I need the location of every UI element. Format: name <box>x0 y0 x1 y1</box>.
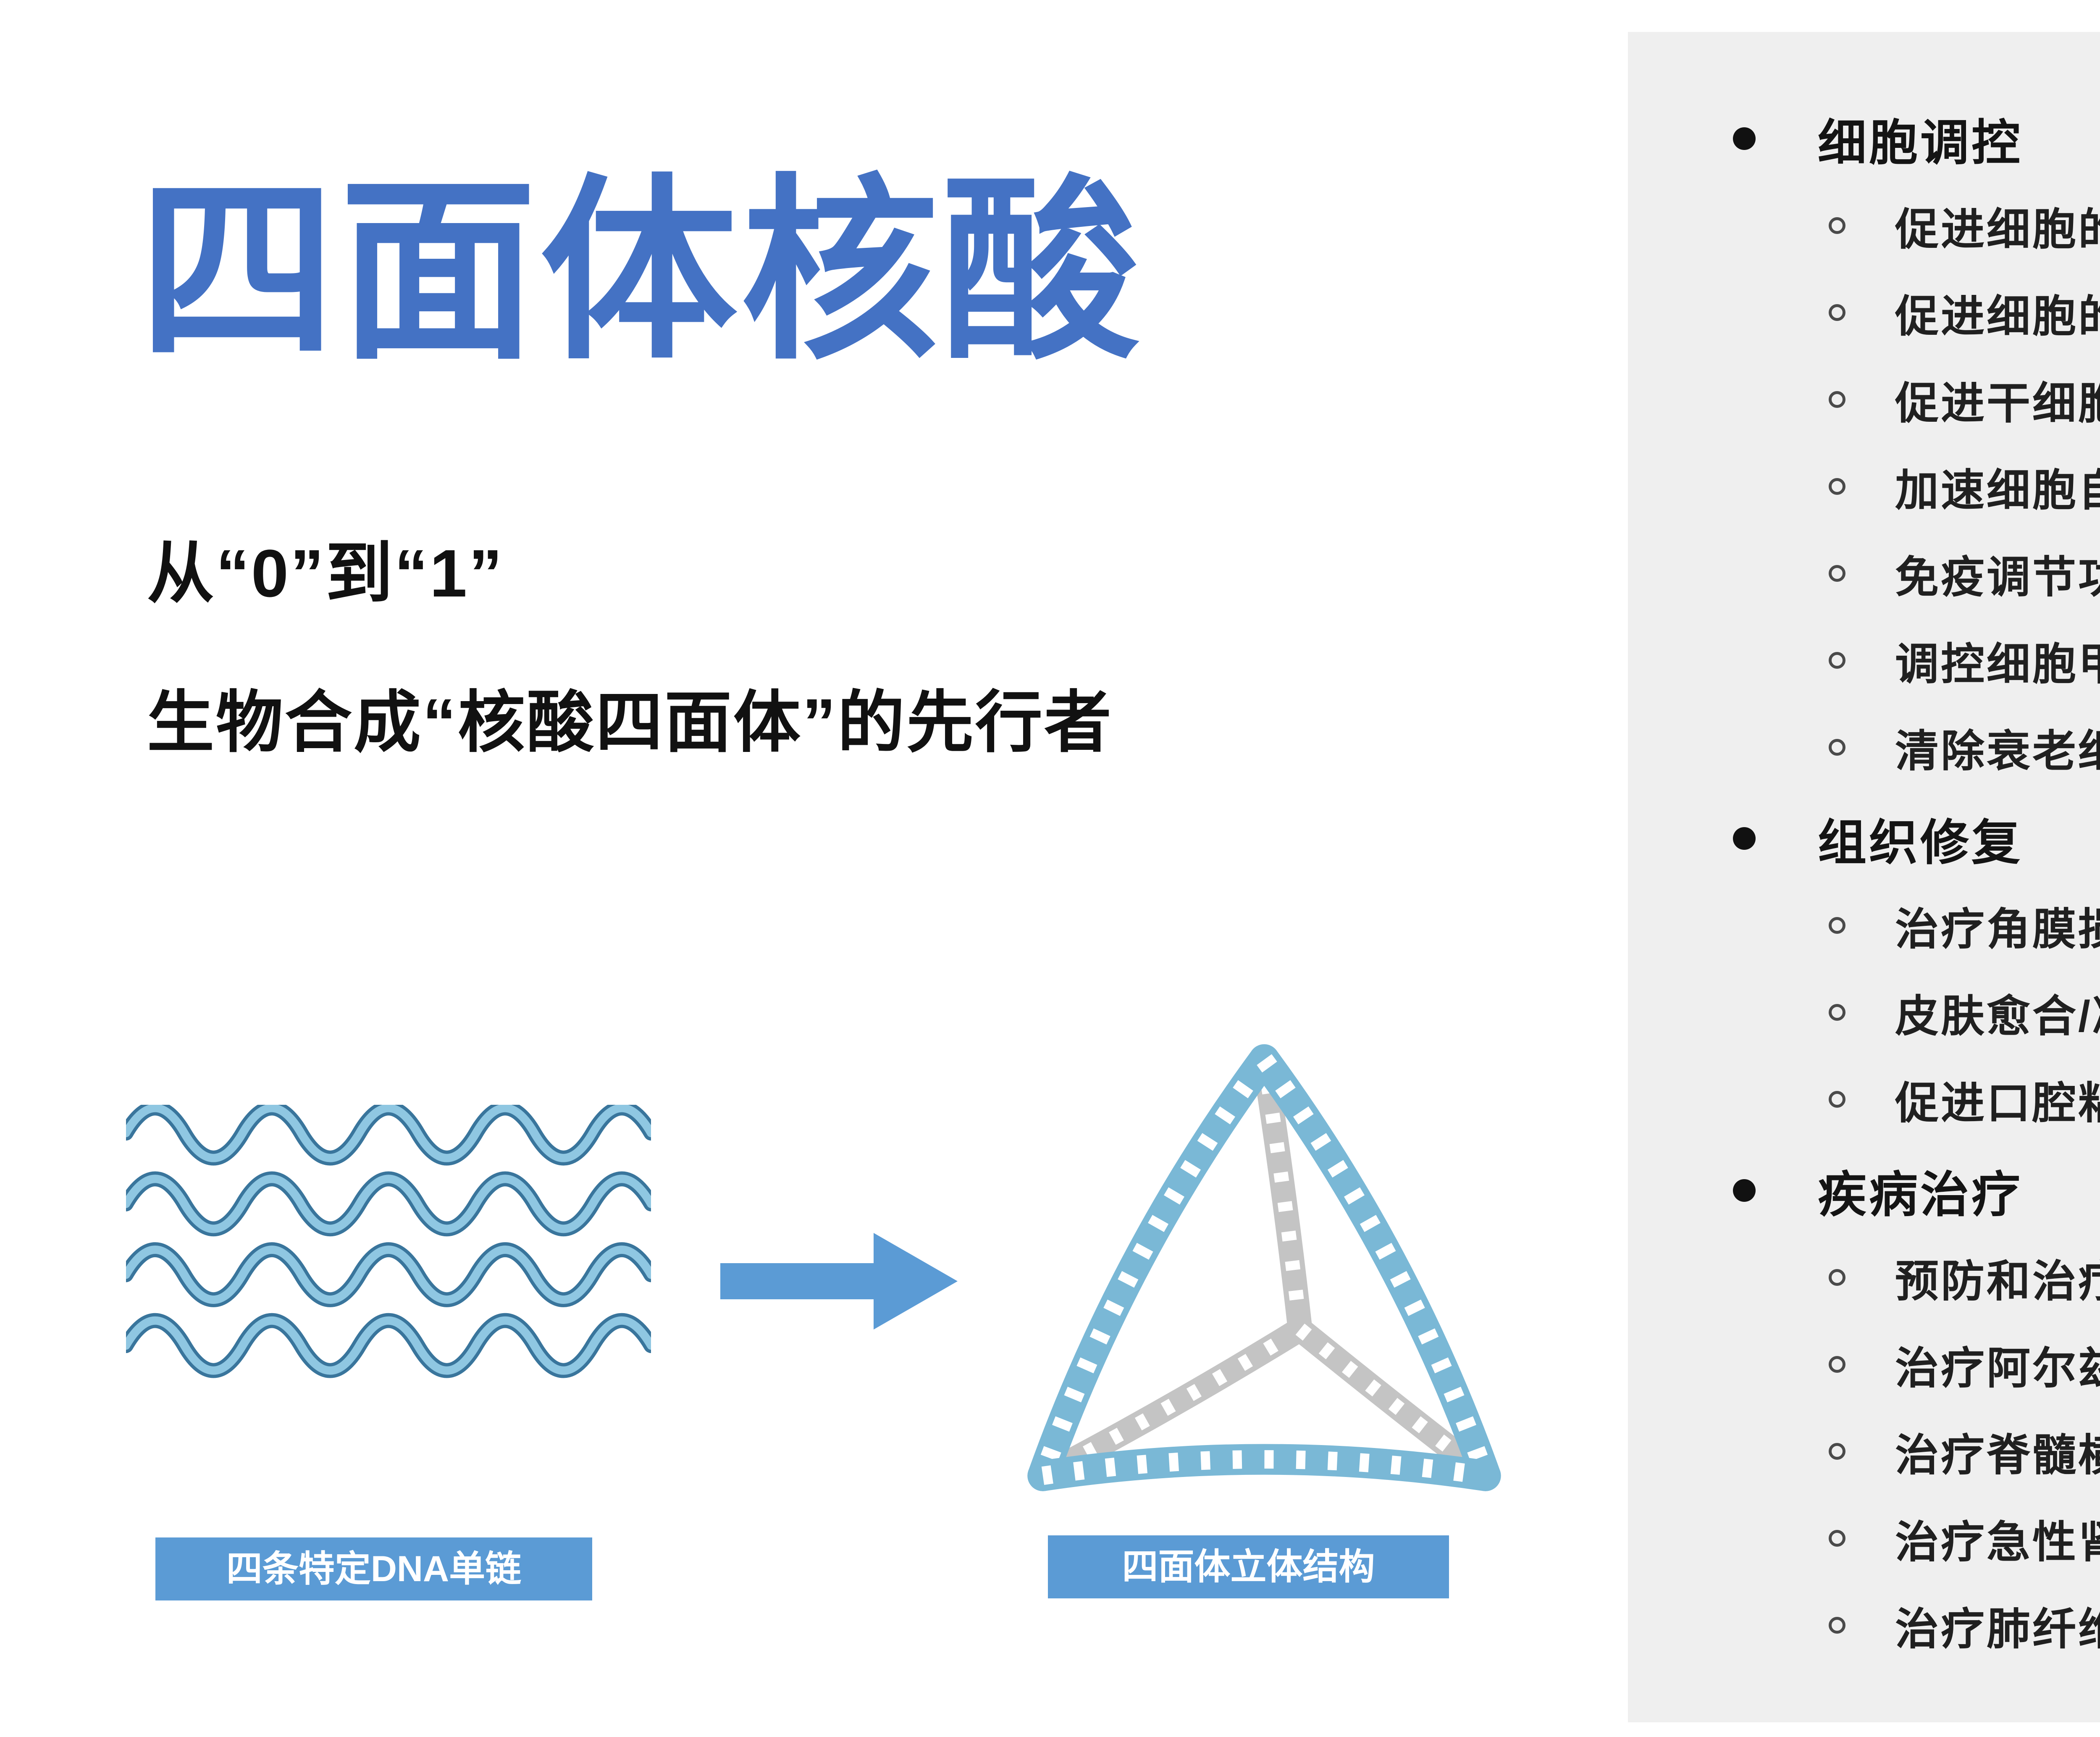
bullet-hollow-icon <box>1829 1269 1845 1286</box>
list-item: 治疗急性肾损伤 <box>1733 1495 2100 1582</box>
list-item: 调控细胞甲基化 <box>1733 617 2100 704</box>
list-item: 清除衰老细胞 <box>1733 704 2100 791</box>
list-item-label: 加速细胞自噬 <box>1895 466 2100 515</box>
list-item: 预防和治疗帕金森 <box>1733 1234 2100 1321</box>
bullet-hollow-icon <box>1829 1529 1845 1547</box>
list-item-label: 治疗急性肾损伤 <box>1895 1518 2100 1567</box>
bullet-filled-icon <box>1733 127 1756 150</box>
bullet-hollow-icon <box>1829 652 1845 669</box>
list-item-label: 清除衰老细胞 <box>1895 727 2100 776</box>
dna-tetrahedron-illustration <box>1027 1044 1501 1491</box>
list-item-label: 促进口腔粘膜愈合 <box>1895 1079 2100 1128</box>
list-item-label: 皮肤愈合/减少瘢痕 <box>1895 992 2100 1041</box>
list-item-label: 治疗角膜损伤 <box>1895 905 2100 954</box>
bullet-hollow-icon <box>1829 738 1845 756</box>
bullet-hollow-icon <box>1829 304 1845 321</box>
list-item: 治疗角膜损伤 <box>1733 882 2100 969</box>
dna-strands-illustration <box>126 1105 651 1378</box>
list-item-label: 治疗肺纤维化 <box>1895 1605 2100 1654</box>
list-item: 治疗脊髓横断损伤 <box>1733 1408 2100 1495</box>
bullet-hollow-icon <box>1829 1356 1845 1373</box>
list-item: 促进口腔粘膜愈合 <box>1733 1056 2100 1143</box>
bullet-hollow-icon <box>1829 478 1845 495</box>
list-item: 促进干细胞的分化 <box>1733 356 2100 443</box>
bullet-hollow-icon <box>1829 217 1845 234</box>
bullet-hollow-icon <box>1829 917 1845 934</box>
list-item-label: 免疫调节功能 <box>1895 553 2100 602</box>
activity-list: 细胞调控促进细胞的增殖促进细胞的迁移促进干细胞的分化加速细胞自噬免疫调节功能调控… <box>1733 95 2100 1669</box>
section-header: 组织修复 <box>1733 795 2100 882</box>
list-item: 治疗阿尔兹海默症 <box>1733 1321 2100 1408</box>
list-item: 促进细胞的迁移 <box>1733 269 2100 356</box>
bullet-hollow-icon <box>1829 1443 1845 1460</box>
section-label: 细胞调控 <box>1818 115 2023 170</box>
bullet-hollow-icon <box>1829 1616 1845 1634</box>
section-header: 细胞调控 <box>1733 95 2100 182</box>
list-item-label: 促进细胞的增殖 <box>1895 205 2100 254</box>
tetrahedron-label-badge: 四面体立体结构 <box>1048 1535 1449 1598</box>
section-label: 组织修复 <box>1818 815 2023 870</box>
subtitle-line-2: 生物合成“核酸四面体”的先行者 <box>147 685 1113 760</box>
list-item-label: 治疗脊髓横断损伤 <box>1895 1431 2100 1480</box>
page-title: 四面体核酸 <box>139 161 1142 382</box>
section-header: 疾病治疗 <box>1733 1147 2100 1234</box>
arrow-right-icon <box>720 1233 958 1330</box>
bullet-filled-icon <box>1733 827 1756 850</box>
strands-label-badge: 四条特定DNA单链 <box>155 1537 592 1600</box>
list-item-label: 预防和治疗帕金森 <box>1895 1257 2100 1306</box>
list-item-label: 促进干细胞的分化 <box>1895 379 2100 428</box>
list-item: 免疫调节功能 <box>1733 530 2100 617</box>
bullet-hollow-icon <box>1829 1091 1845 1108</box>
left-panel: 四面体核酸 从“0”到“1” 生物合成“核酸四面体”的先行者 <box>126 161 1501 1600</box>
list-item-label: 调控细胞甲基化 <box>1895 640 2100 689</box>
list-item-label: 促进细胞的迁移 <box>1895 292 2100 341</box>
list-item-label: 治疗阿尔兹海默症 <box>1895 1344 2100 1393</box>
section-label: 疾病治疗 <box>1818 1167 2023 1222</box>
list-item: 皮肤愈合/减少瘢痕 <box>1733 969 2100 1056</box>
list-item: 治疗肺纤维化 <box>1733 1582 2100 1669</box>
list-item: 加速细胞自噬 <box>1733 443 2100 530</box>
right-panel: 生物学活性及功能 细胞调控促进细胞的增殖促进细胞的迁移促进干细胞的分化加速细胞自… <box>1628 32 2100 1722</box>
subtitle-line-1: 从“0”到“1” <box>147 536 504 611</box>
bullet-hollow-icon <box>1829 565 1845 582</box>
list-item: 促进细胞的增殖 <box>1733 182 2100 269</box>
bullet-hollow-icon <box>1829 1004 1845 1021</box>
bullet-filled-icon <box>1733 1179 1756 1202</box>
bullet-hollow-icon <box>1829 391 1845 408</box>
